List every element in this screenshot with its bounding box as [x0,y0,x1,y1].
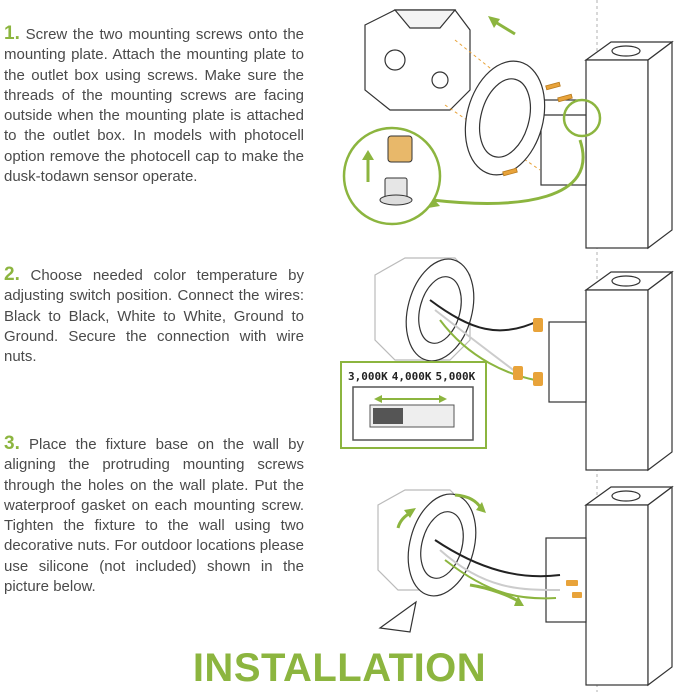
step-3-text: Place the fixture base on the wall by al… [4,436,305,596]
wire-nuts [513,318,543,386]
step-3-number: 3. [4,433,20,454]
switch-option-3000k: 3,000K [348,370,388,383]
step-1: 1. Screw the two mounting screws onto th… [4,23,305,187]
switch-panel [340,361,487,449]
step-1-number: 1. [4,23,20,44]
fixture-3 [545,485,674,687]
step-2-text: Choose needed color temperature by adjus… [4,267,305,366]
fixture-2 [548,270,674,472]
decorative-nuts [566,580,582,598]
mounting-plate-1 [464,60,546,176]
fixture-1 [540,40,674,250]
step-2: 2. Choose needed color temperature by ad… [4,264,305,367]
screws-1 [502,81,573,177]
switch-option-5000k: 5,000K [435,370,476,383]
step-3: 3. Place the fixture base on the wall by… [4,433,305,597]
switch-option-4000k: 4,000K [391,370,432,383]
detail-circle [562,98,602,138]
outlet-box-1 [364,9,471,111]
step-2-number: 2. [4,264,20,285]
step-1-text: Screw the two mounting screws onto the m… [4,26,305,186]
silicone-tube [378,600,417,633]
photocell [379,135,413,206]
mounting-plate-2 [405,258,475,362]
installation-title: INSTALLATION [192,646,487,690]
